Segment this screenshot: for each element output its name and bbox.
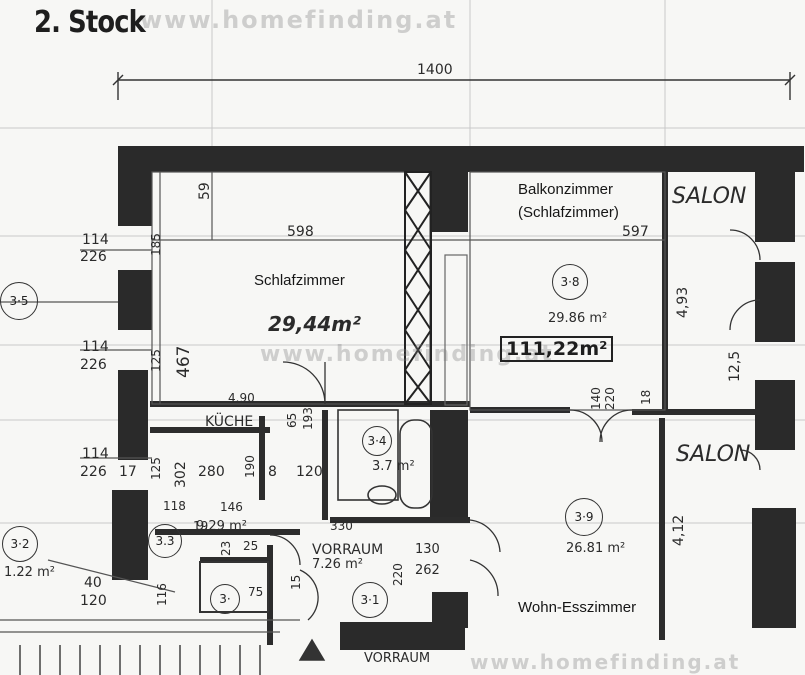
exterior-walls bbox=[112, 146, 804, 650]
dimension-220b: 220 bbox=[391, 563, 405, 586]
dimension-130: 130 bbox=[415, 542, 440, 557]
room-number-3-8: 3·8 bbox=[552, 264, 588, 300]
room-number-3-x: 3· bbox=[210, 584, 240, 614]
dimension-597: 597 bbox=[622, 224, 649, 240]
room-label-kueche: KÜCHE bbox=[205, 414, 254, 430]
room-number-3-4: 3·4 bbox=[362, 426, 392, 456]
area-vorraum: 7.26 m² bbox=[312, 557, 363, 572]
dimension-146: 146 bbox=[220, 500, 243, 514]
dimension-185: 185 bbox=[149, 233, 163, 256]
dimension-125a: 125 bbox=[149, 349, 163, 372]
dimension-280: 280 bbox=[198, 464, 225, 480]
dimension-330: 330 bbox=[330, 519, 353, 533]
dimension-overall: 1400 bbox=[417, 62, 453, 78]
dimension-8: 8 bbox=[268, 464, 277, 480]
dimension-114b: 114 bbox=[82, 339, 109, 355]
watermark-middle: www.homefinding.at bbox=[260, 342, 554, 367]
room-label-wohn-esszimmer: Wohn-Esszimmer bbox=[518, 599, 637, 616]
dimension-125b: 12,5 bbox=[727, 350, 743, 382]
dimension-18: 18 bbox=[639, 389, 653, 405]
room-number-3-9: 3·9 bbox=[565, 498, 603, 536]
bathroom-fixtures bbox=[337, 409, 433, 509]
area-bath: 3.7 m² bbox=[372, 459, 415, 474]
dimension-262: 262 bbox=[415, 563, 440, 578]
room-label-salon-mid: SALON bbox=[676, 442, 751, 467]
dimension-25: 25 bbox=[243, 539, 259, 553]
room-label-schlafzimmer: Schlafzimmer bbox=[254, 272, 345, 289]
dimension-493: 4,93 bbox=[675, 286, 691, 318]
dimension-59: 59 bbox=[197, 182, 213, 200]
dimension-75: 75 bbox=[248, 585, 264, 599]
dimension-125c: 125 bbox=[149, 457, 163, 480]
dimension-116: 116 bbox=[155, 583, 169, 606]
dimension-65: 65 bbox=[285, 412, 299, 428]
dimension-193: 193 bbox=[301, 407, 315, 430]
room-label-vorraum-bottom: VORRAUM bbox=[364, 651, 431, 666]
overall-dimension-line bbox=[112, 72, 796, 100]
area-wohn-esszimmer: 26.81 m² bbox=[566, 541, 626, 556]
dimension-412: 4,12 bbox=[671, 514, 687, 546]
dimension-114c: 114 bbox=[82, 446, 109, 462]
dimension-120a: 120 bbox=[296, 464, 323, 480]
dimension-40: 40 bbox=[84, 575, 102, 591]
area-balkonzimmer: 29.86 m² bbox=[548, 311, 608, 326]
room-label-salon-top: SALON bbox=[672, 184, 747, 209]
dimension-220a: 220 bbox=[603, 387, 617, 410]
dimension-190: 190 bbox=[243, 455, 257, 478]
dimension-490: 4.90 bbox=[228, 391, 255, 405]
dimension-120b: 120 bbox=[80, 593, 107, 609]
staircase bbox=[19, 561, 326, 675]
dimension-15: 15 bbox=[289, 574, 303, 590]
dimension-226c: 226 bbox=[80, 464, 107, 480]
door-swings bbox=[269, 229, 761, 621]
dimension-23: 23 bbox=[219, 540, 233, 556]
dimension-467: 467 bbox=[174, 345, 194, 378]
dimension-598: 598 bbox=[287, 224, 314, 240]
dimension-226b: 226 bbox=[80, 357, 107, 373]
room-label-balkonzimmer-sub: (Schlafzimmer) bbox=[518, 204, 619, 221]
room-number-3-2: 3·2 bbox=[2, 526, 38, 562]
room-number-3-1: 3·1 bbox=[352, 582, 388, 618]
interior-walls bbox=[150, 172, 760, 645]
area-room-3-2: 1.22 m² bbox=[4, 565, 55, 580]
floor-title: 2. Stock bbox=[34, 5, 146, 40]
watermark-top: www.homefinding.at bbox=[140, 6, 458, 34]
lattice-column bbox=[404, 171, 468, 406]
dimension-140: 140 bbox=[589, 387, 603, 410]
watermark-bottom: www.homefinding.at bbox=[470, 650, 741, 674]
area-kitchen: 9.29 m² bbox=[196, 519, 247, 534]
dimension-226a: 226 bbox=[80, 249, 107, 265]
room-label-balkonzimmer: Balkonzimmer bbox=[518, 181, 614, 198]
room-number-3-5: 3·5 bbox=[0, 282, 38, 320]
dimension-19: 19 bbox=[193, 519, 209, 533]
dimension-17: 17 bbox=[119, 464, 137, 480]
dimension-114a: 114 bbox=[82, 232, 109, 248]
room-number-3-3: 3.3 bbox=[148, 524, 182, 558]
dimension-118: 118 bbox=[163, 499, 186, 513]
area-total: 111,22m² bbox=[500, 336, 614, 362]
area-schlafzimmer: 29,44m² bbox=[268, 312, 361, 336]
room-label-vorraum: VORRAUM bbox=[312, 542, 384, 558]
dimension-302: 302 bbox=[173, 461, 189, 488]
